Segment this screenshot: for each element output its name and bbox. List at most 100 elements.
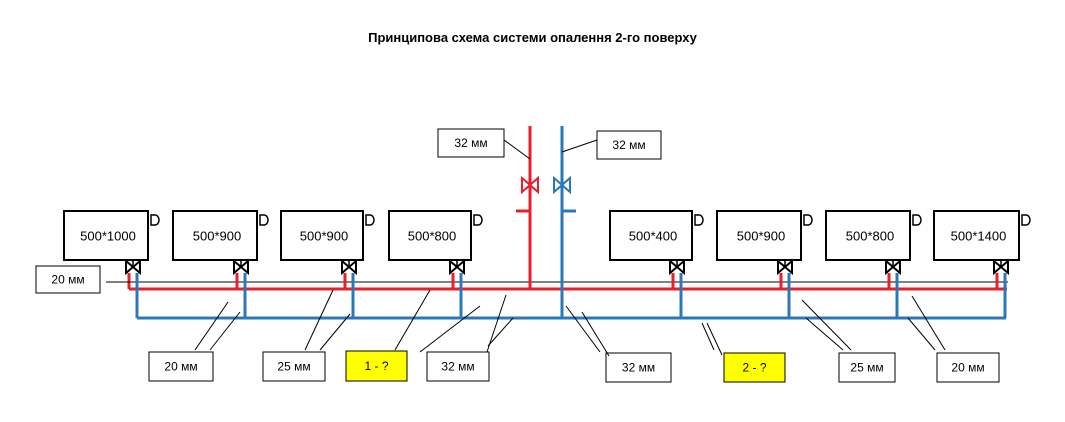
- leader-line-15: [805, 317, 844, 351]
- pipe-label-4-text: 32 мм: [441, 360, 474, 374]
- radiator-body: [388, 210, 472, 261]
- pipe-label-1-box: [148, 351, 214, 382]
- return-riser-label-text: 32 мм: [612, 138, 645, 152]
- leader-line-3: [209, 311, 241, 351]
- pipe-label-6-text: 2 - ?: [742, 361, 766, 375]
- radiator-label: 500*900: [737, 229, 785, 244]
- radiator-1-valve-shape: [125, 258, 141, 276]
- radiator-2: 500*900: [172, 210, 269, 261]
- pipe-label-2: 25 мм: [262, 351, 326, 382]
- radiator-label: 500*900: [193, 229, 241, 244]
- return-riser-valve: [553, 175, 571, 195]
- supply-riser-label-text: 32 мм: [454, 136, 487, 150]
- pipe-label-2-text: 25 мм: [277, 360, 310, 374]
- radiator-label: 500*1400: [951, 229, 1007, 244]
- supply-riser-label-box: [437, 128, 505, 158]
- pipe-label-2-box: [262, 351, 326, 382]
- pipe-label-1-text: 20 мм: [164, 360, 197, 374]
- radiator-label: 500*800: [408, 229, 456, 244]
- radiator-6: 500*900: [716, 210, 813, 261]
- supply-riser-valve: [521, 175, 539, 195]
- diagram-title: Принципова схема системи опалення 2-го п…: [368, 30, 697, 45]
- radiator-label: 500*1000: [80, 229, 136, 244]
- leader-line-11: [565, 305, 601, 353]
- radiator-7: 500*800: [825, 210, 922, 261]
- radiator-label: 500*400: [629, 229, 677, 244]
- pipe-label-4-box: [426, 351, 490, 382]
- pipe-label-3: 1 - ?: [345, 350, 408, 382]
- leader-line-16: [911, 295, 946, 351]
- pipe-label-4: 32 мм: [426, 351, 490, 382]
- pipe-label-8: 20 мм: [936, 352, 1000, 383]
- leader-line-10: [581, 311, 610, 357]
- pipe-label-7: 25 мм: [838, 352, 896, 383]
- pipe-label-5-box: [605, 352, 672, 383]
- radiator-6-valve-shape: [777, 258, 793, 276]
- radiator-body: [716, 210, 802, 261]
- pipe-label-8-text: 20 мм: [951, 361, 984, 375]
- radiator-body: [609, 210, 693, 261]
- radiator-1-valve: [125, 258, 141, 276]
- left-end-label-text: 20 мм: [51, 273, 84, 287]
- pipe-label-8-box: [936, 352, 1000, 383]
- leader-line-14: [801, 299, 852, 351]
- pipe-label-6: 2 - ?: [723, 352, 786, 383]
- radiator-2-valve-shape: [233, 258, 249, 276]
- radiator-1: 500*1000: [63, 210, 160, 261]
- return-riser-label: 32 мм: [596, 130, 662, 160]
- air-vent-icon: [1021, 214, 1031, 226]
- leader-line-13: [706, 322, 723, 356]
- left-end-label-box: [35, 265, 101, 294]
- air-vent-icon: [803, 214, 813, 226]
- radiator-6-valve: [777, 258, 793, 276]
- air-vent-icon: [259, 214, 269, 226]
- radiator-body: [63, 210, 149, 261]
- supply-riser-leader: [503, 139, 531, 160]
- left-end-label: 20 мм: [35, 265, 101, 294]
- pipe-label-5: 32 мм: [605, 352, 672, 383]
- radiator-8-valve-shape: [993, 258, 1009, 276]
- radiator-2-valve: [233, 258, 249, 276]
- pipe-label-3-text: 1 - ?: [364, 359, 388, 373]
- radiator-4-valve: [449, 258, 465, 276]
- radiator-3: 500*900: [280, 210, 375, 261]
- air-vent-icon: [912, 214, 922, 226]
- pipe-label-3-box: [345, 350, 408, 382]
- radiator-8-valve: [993, 258, 1009, 276]
- radiator-3-valve-shape: [341, 258, 357, 276]
- pipe-label-7-text: 25 мм: [850, 361, 883, 375]
- radiator-4-valve-shape: [449, 258, 465, 276]
- radiator-7-valve-shape: [885, 258, 901, 276]
- pipe-label-7-box: [838, 352, 896, 383]
- pipe-label-1: 20 мм: [148, 351, 214, 382]
- leader-line-2: [194, 301, 229, 351]
- radiator-label: 500*800: [846, 229, 894, 244]
- radiator-8: 500*1400: [933, 210, 1031, 261]
- radiator-5: 500*400: [609, 210, 704, 261]
- pipe-label-6-box: [723, 352, 786, 383]
- return-riser-valve-shape: [553, 175, 571, 195]
- supply-riser-label: 32 мм: [437, 128, 505, 158]
- leader-line-4: [304, 289, 334, 351]
- leader-line-7: [419, 305, 481, 353]
- air-vent-icon: [473, 214, 483, 226]
- radiator-label: 500*900: [300, 229, 348, 244]
- radiator-3-valve: [341, 258, 357, 276]
- radiator-body: [933, 210, 1020, 261]
- radiator-5-valve: [669, 258, 685, 276]
- supply-riser-valve-shape: [521, 175, 539, 195]
- leader-line-6: [394, 289, 431, 351]
- leader-line-9: [486, 294, 507, 353]
- radiator-body: [825, 210, 911, 261]
- return-riser-label-box: [596, 130, 662, 160]
- leader-line-12: [701, 322, 715, 351]
- air-vent-icon: [694, 214, 704, 226]
- return-riser-leader: [561, 139, 598, 153]
- leader-line-17: [907, 317, 936, 351]
- radiator-7-valve: [885, 258, 901, 276]
- leader-line-8: [487, 317, 514, 347]
- radiator-body: [280, 210, 364, 261]
- air-vent-icon: [150, 214, 160, 226]
- pipe-label-5-text: 32 мм: [622, 361, 655, 375]
